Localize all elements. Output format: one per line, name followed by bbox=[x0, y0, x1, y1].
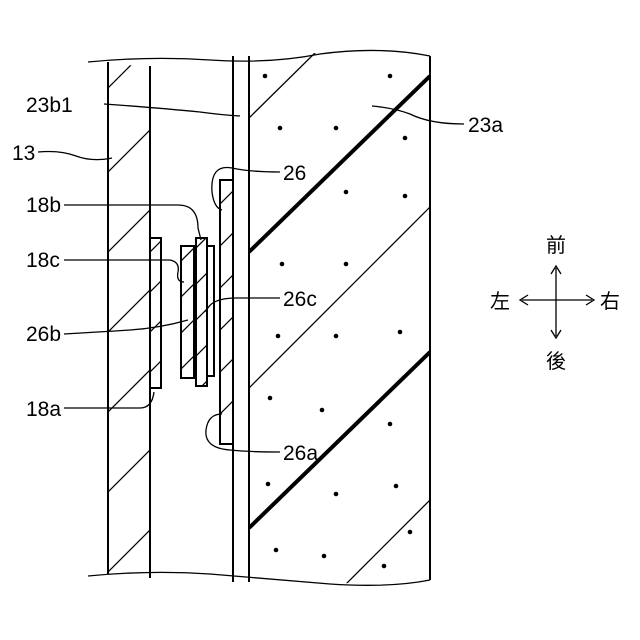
leader-26c bbox=[206, 298, 280, 312]
label-18c: 18c bbox=[26, 249, 60, 272]
right-panel-23a bbox=[249, 48, 432, 590]
leader-26a bbox=[206, 414, 280, 452]
thin-plate-23b1 bbox=[233, 56, 249, 582]
leader-26b bbox=[64, 320, 188, 334]
member-26 bbox=[210, 180, 244, 466]
label-18b: 18b bbox=[26, 194, 61, 217]
direction-indicator: 前 後 左 右 bbox=[490, 233, 620, 373]
leader-18c bbox=[64, 260, 184, 282]
label-23a: 23a bbox=[468, 114, 503, 137]
label-26a: 26a bbox=[283, 442, 318, 465]
direction-left: 左 bbox=[490, 289, 510, 313]
leader-lines bbox=[38, 104, 464, 452]
label-23b1: 23b1 bbox=[26, 94, 73, 117]
leader-23b1 bbox=[104, 104, 240, 116]
plate-18 bbox=[140, 230, 172, 422]
label-13: 13 bbox=[12, 142, 35, 165]
direction-front: 前 bbox=[546, 233, 566, 257]
label-18a: 18a bbox=[26, 398, 61, 421]
label-26b: 26b bbox=[26, 323, 61, 346]
leader-26 bbox=[212, 168, 280, 211]
leader-13 bbox=[38, 152, 112, 160]
left-panel-13 bbox=[80, 26, 170, 600]
direction-right: 右 bbox=[600, 289, 620, 313]
top-break-line bbox=[88, 50, 430, 62]
label-26: 26 bbox=[283, 162, 306, 185]
bottom-break-line bbox=[88, 572, 430, 585]
member-26c bbox=[186, 228, 216, 402]
direction-back: 後 bbox=[546, 349, 566, 373]
label-26c: 26c bbox=[283, 288, 317, 311]
leader-18b bbox=[64, 205, 201, 240]
